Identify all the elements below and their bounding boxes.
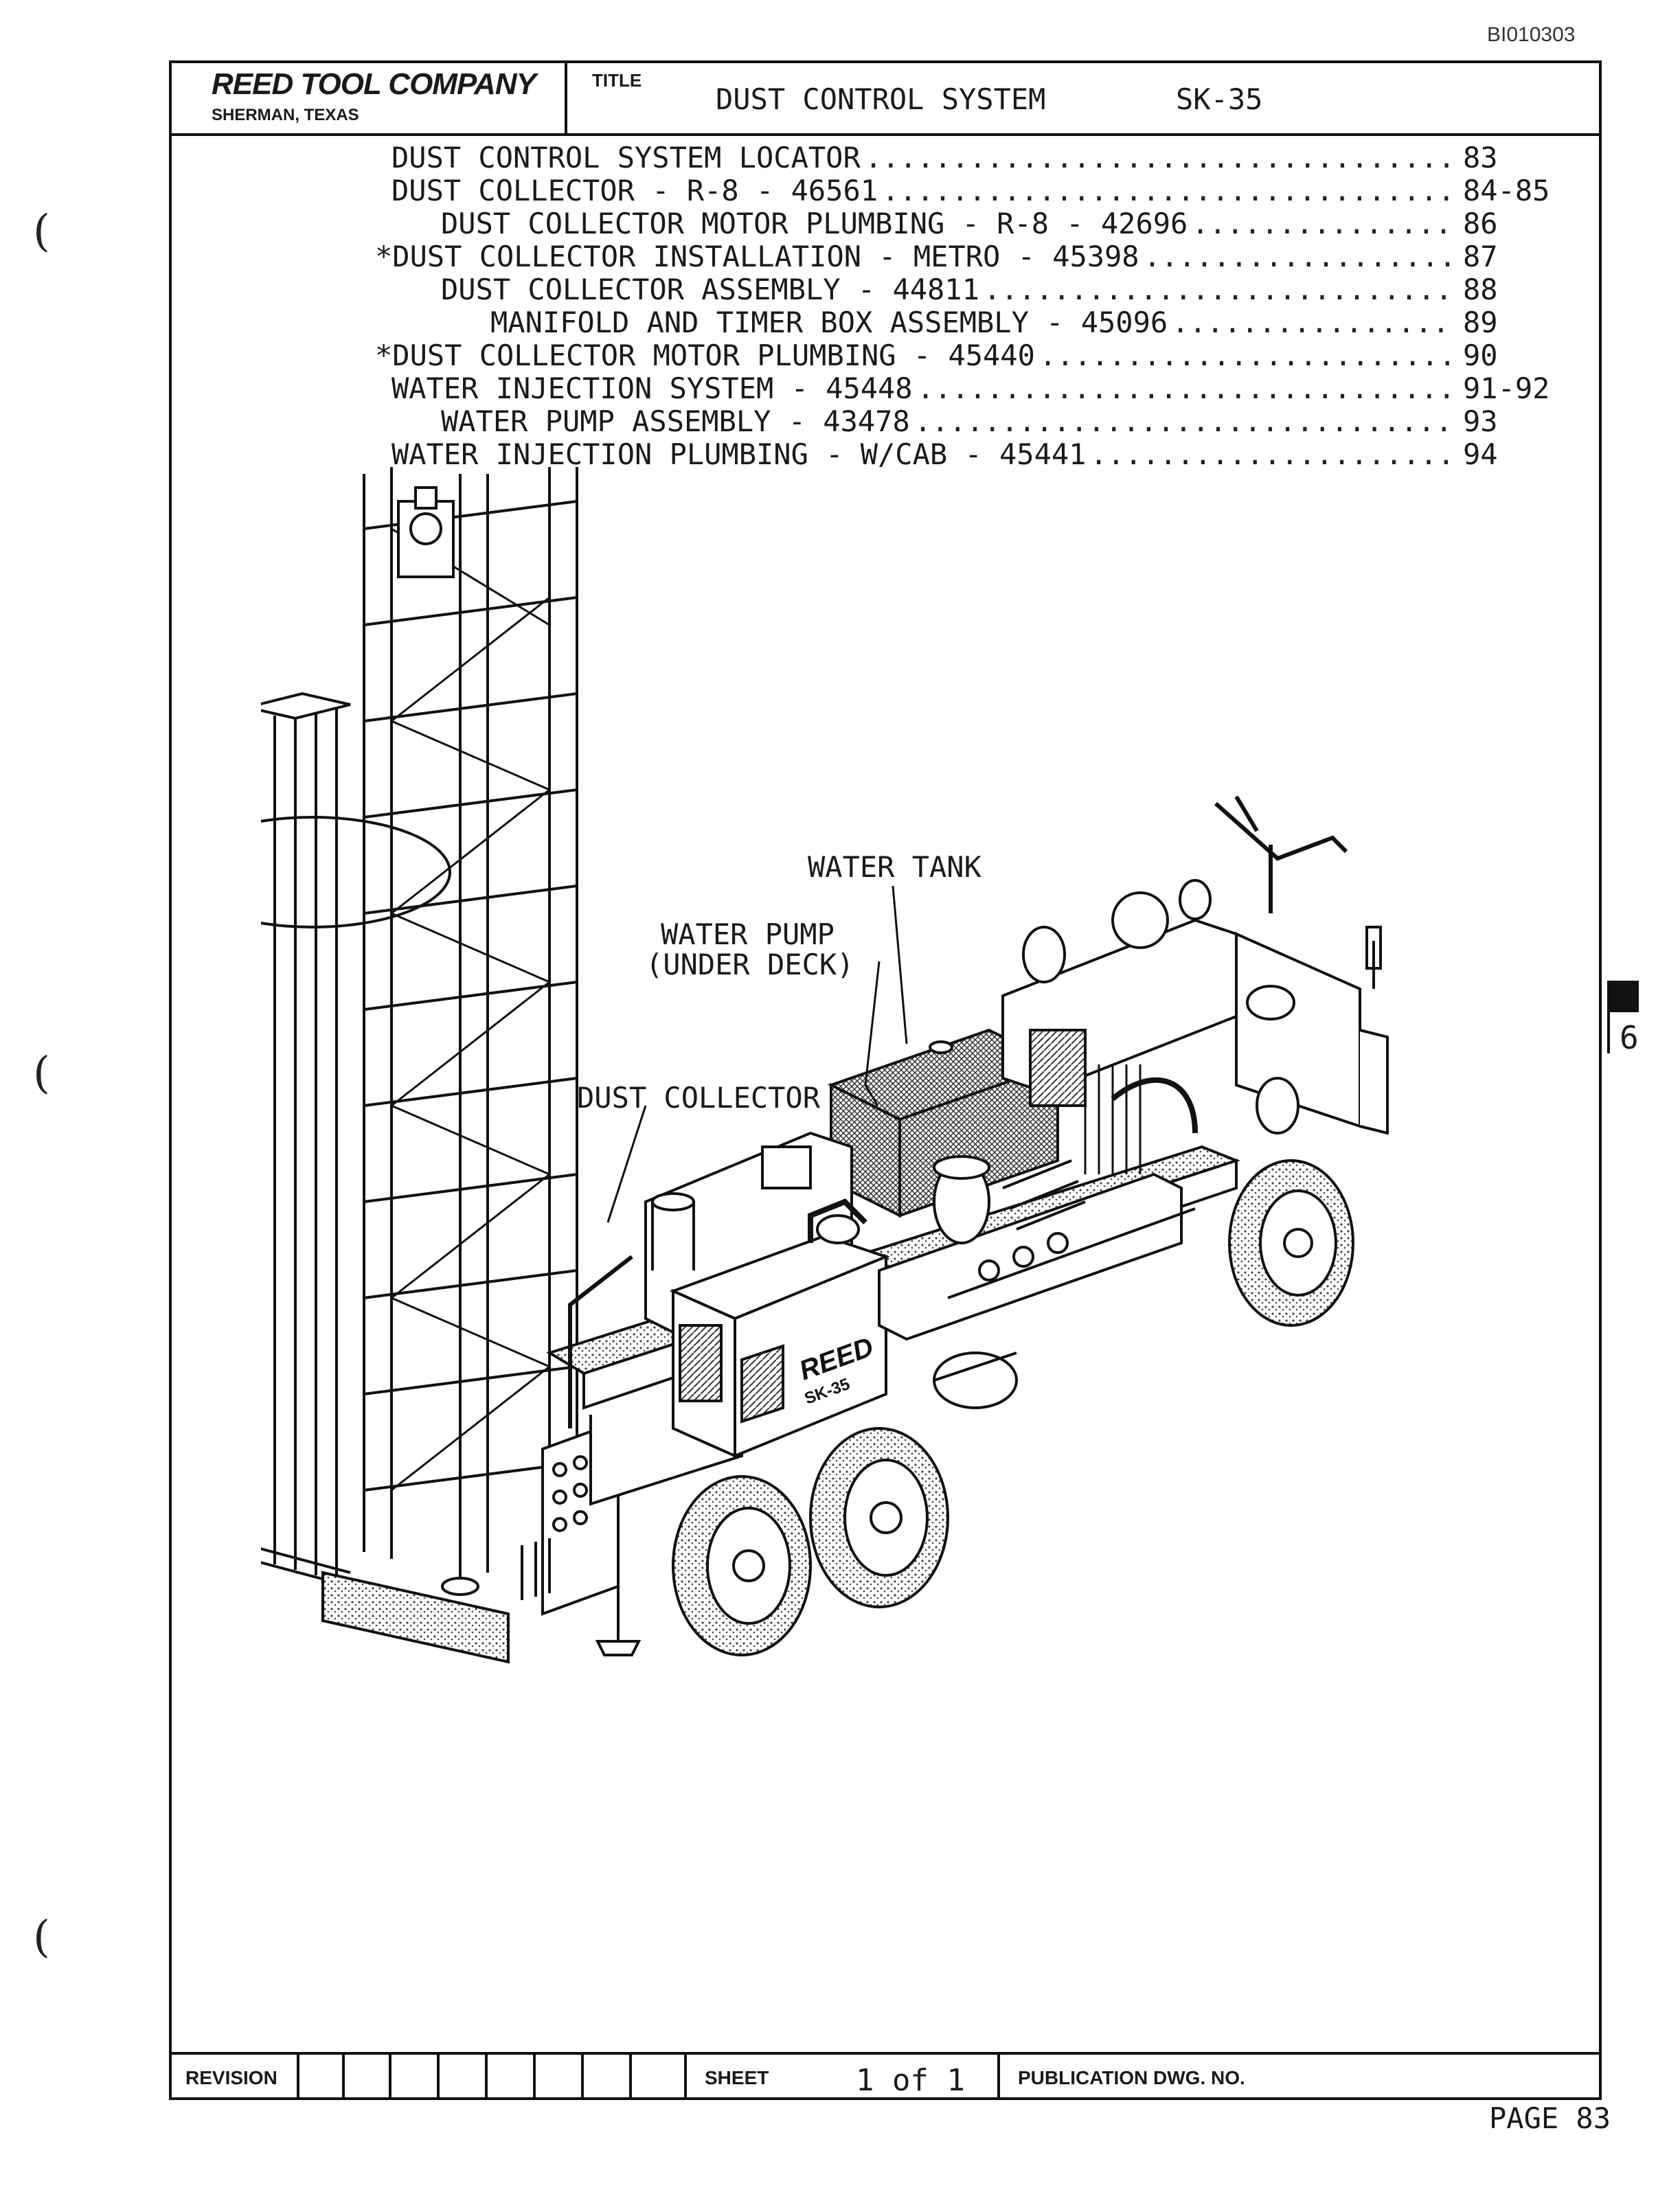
binder-hole-mark: ( [33, 206, 50, 257]
toc-item-page: 88 [1463, 273, 1498, 306]
fuel-tank [933, 1351, 1018, 1409]
toc-item-page: 93 [1463, 404, 1498, 438]
toc-leader-dots: ........................................… [984, 273, 1452, 306]
front-hoist [1214, 795, 1348, 913]
toc-item-page: 86 [1463, 207, 1498, 240]
toc-item-text: MANIFOLD AND TIMER BOX ASSEMBLY - 45096 [490, 306, 1168, 339]
binder-hole-mark: ( [33, 1912, 50, 1963]
toc-item: DUST COLLECTOR - R-8 - 46561 ...........… [391, 174, 1550, 207]
document-id: BI010303 [1487, 23, 1576, 46]
toc-item-page: 90 [1463, 339, 1498, 372]
revision-cell-divider [533, 2055, 536, 2100]
toc-item-text: DUST COLLECTOR - R-8 - 46561 [391, 174, 878, 207]
revision-cell-divider [629, 2055, 632, 2100]
rear-wheel-1 [672, 1475, 812, 1656]
water-tank-callout: WATER TANK [808, 850, 981, 884]
toc-item: *DUST COLLECTOR INSTALLATION - METRO - 4… [375, 240, 1498, 273]
toc-item: DUST COLLECTOR MOTOR PLUMBING - R-8 - 42… [441, 207, 1498, 240]
truck-cab [1001, 879, 1389, 1174]
toc-item-page: 83 [1463, 141, 1498, 174]
toc-item-text: WATER INJECTION SYSTEM - 45448 [391, 372, 913, 405]
mast-base [321, 1571, 510, 1664]
revision-cell-divider [485, 2055, 488, 2100]
title-block: REED TOOL COMPANY SHERMAN, TEXAS TITLE D… [169, 60, 1602, 136]
toc-item: DUST CONTROL SYSTEM LOCATOR ............… [391, 141, 1498, 174]
toc-item-page: 87 [1463, 240, 1498, 273]
toc-item: DUST COLLECTOR ASSEMBLY - 44811 ........… [441, 273, 1498, 306]
page-number: PAGE 83 [1489, 2101, 1611, 2135]
engine-housing [669, 1198, 890, 1459]
revision-cell-divider [297, 2055, 299, 2100]
sheet-cell-divider [684, 2055, 687, 2100]
toc-item-text: WATER INJECTION PLUMBING - W/CAB - 45441 [391, 437, 1087, 471]
toc-item: WATER INJECTION SYSTEM - 45448 .........… [391, 372, 1550, 405]
toc-leader-dots: ........................................… [1039, 339, 1452, 372]
section-tab-line [1607, 1012, 1610, 1053]
toc-item-text: *DUST COLLECTOR INSTALLATION - METRO - 4… [375, 240, 1139, 273]
toc-leader-dots: ........................................… [865, 141, 1452, 174]
toc-leader-dots: ........................................… [917, 372, 1452, 405]
water-pump-callout-line1: WATER PUMP [661, 917, 835, 951]
revision-cell-divider [581, 2055, 584, 2100]
title-label: TITLE [592, 70, 642, 91]
section-tab-marker [1607, 981, 1639, 1012]
company-cell: REED TOOL COMPANY SHERMAN, TEXAS [169, 60, 567, 133]
water-tank-leader [892, 885, 908, 1045]
toc-item: WATER INJECTION PLUMBING - W/CAB - 45441… [391, 437, 1498, 471]
toc-item-page: 84-85 [1463, 174, 1550, 207]
toc-item-text: WATER PUMP ASSEMBLY - 43478 [441, 404, 910, 438]
toc-item-text: DUST CONTROL SYSTEM LOCATOR [391, 141, 861, 174]
drawing-frame [169, 60, 1602, 2100]
front-wheel [1228, 1159, 1354, 1327]
document-title: DUST CONTROL SYSTEM [716, 82, 1046, 116]
sheet-label: SHEET [705, 2067, 769, 2088]
toc-item: MANIFOLD AND TIMER BOX ASSEMBLY - 45096 … [490, 306, 1498, 339]
sheet-value: 1 of 1 [856, 2063, 965, 2098]
jack-leg [595, 1586, 642, 1656]
toc-item-text: DUST COLLECTOR ASSEMBLY - 44811 [441, 273, 979, 306]
pump-engine [878, 1155, 1196, 1341]
model-number: SK-35 [1176, 82, 1263, 116]
toc-leader-dots: ........................................… [1090, 438, 1452, 471]
revision-cell-divider [389, 2055, 391, 2100]
toc-leader-dots: ........................................… [1144, 240, 1452, 273]
publication-cell-divider [997, 2055, 1000, 2100]
toc-item-text: *DUST COLLECTOR MOTOR PLUMBING - 45440 [375, 339, 1035, 372]
toc-item-page: 91-92 [1463, 372, 1550, 405]
toc-leader-dots: ........................................… [914, 405, 1452, 438]
dust-collector-leader [606, 1105, 647, 1223]
dust-collector-callout: DUST COLLECTOR [577, 1081, 821, 1115]
publication-label: PUBLICATION DWG. NO. [1018, 2067, 1245, 2088]
binder-hole-mark: ( [33, 1048, 50, 1099]
rear-wheel-2 [809, 1427, 949, 1608]
water-pump-callout-line2: (UNDER DECK) [646, 948, 854, 981]
section-tab-number: 6 [1620, 1019, 1639, 1056]
toc-leader-dots: ........................................… [1172, 306, 1452, 339]
toc-leader-dots: ........................................… [882, 174, 1452, 207]
revision-cell-divider [342, 2055, 345, 2100]
toc-item: WATER PUMP ASSEMBLY - 43478 ............… [441, 404, 1498, 438]
drill-mast [363, 467, 578, 1579]
company-location: SHERMAN, TEXAS [212, 106, 359, 124]
revision-label: REVISION [185, 2067, 277, 2088]
water-pump-leader [864, 961, 881, 1106]
toc-item-page: 89 [1463, 306, 1498, 339]
drill-rig-illustration: REED SK-35 [261, 467, 1389, 1664]
toc-item-text: DUST COLLECTOR MOTOR PLUMBING - R-8 - 42… [441, 207, 1188, 240]
revision-cell-divider [437, 2055, 440, 2100]
company-name: REED TOOL COMPANY [212, 67, 536, 101]
toc-item-page: 94 [1463, 437, 1498, 471]
pipe-rack [261, 692, 451, 1588]
toc-item: *DUST COLLECTOR MOTOR PLUMBING - 45440 .… [375, 339, 1498, 372]
revision-bar: REVISION SHEET 1 of 1 PUBLICATION DWG. N… [169, 2052, 1602, 2100]
toc-leader-dots: ........................................… [1192, 207, 1452, 240]
